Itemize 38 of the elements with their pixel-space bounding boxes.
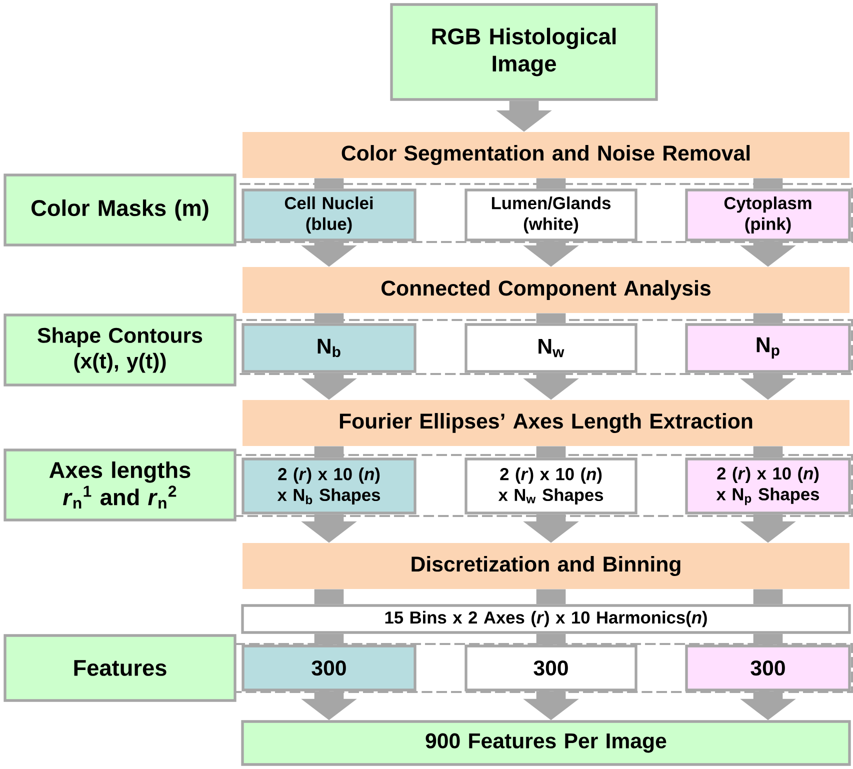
- connector-shaft: [753, 446, 783, 458]
- connector-shaft: [314, 446, 344, 458]
- connector-shaft: [314, 178, 344, 189]
- stage-band: Connected Component Analysis: [242, 267, 850, 313]
- class-box: 2 (r) x 10 (n) x N$_{w}$ Shapes: [464, 458, 638, 514]
- class-box: Cell Nuclei (blue): [242, 188, 416, 242]
- connector-shaft: [536, 313, 566, 324]
- row-label-box: Color Masks (m): [4, 174, 236, 246]
- connector-shaft: [314, 313, 344, 324]
- connector-shaft: [753, 178, 783, 189]
- class-box: Lumen/Glands (white): [464, 188, 638, 242]
- class-box: 300: [464, 644, 638, 692]
- class-box: Cytoplasm (pink): [685, 188, 851, 242]
- connector-shaft: [753, 313, 783, 324]
- connector-shaft: [536, 178, 566, 189]
- class-box: 300: [685, 644, 851, 692]
- stage-band: Fourier Ellipses’ Axes Length Extraction: [242, 400, 850, 446]
- connector-shaft: [753, 634, 783, 645]
- connector-shaft: [753, 589, 783, 604]
- row-label-box: Shape Contours (x(t), y(t)): [4, 314, 236, 386]
- process-box: RGB Histological Image: [390, 3, 658, 101]
- stage-band: Discretization and Binning: [242, 543, 850, 589]
- class-box: 2 (r) x 10 (n) x N$_{p}$ Shapes: [685, 458, 851, 514]
- stage-band: Color Segmentation and Noise Removal: [242, 132, 850, 178]
- row-label-box: Features: [4, 634, 236, 702]
- connector-shaft: [536, 589, 566, 604]
- class-box: N$_{p}$: [685, 323, 851, 373]
- connector-shaft: [314, 589, 344, 604]
- connector-shaft: [314, 634, 344, 645]
- connector-shaft: [536, 446, 566, 458]
- output-box: 900 Features Per Image: [241, 720, 851, 766]
- class-box: 2 (r) x 10 (n) x N$_{b}$ Shapes: [242, 458, 416, 514]
- row-label-box: Axes lengths r$_{n}$$^{1}$ and r$_{n}$2: [4, 448, 236, 522]
- class-box: N$_{b}$: [242, 323, 416, 373]
- class-box: N$_{w}$: [464, 323, 638, 373]
- bin-spec-box: 15 Bins x 2 Axes (r) x 10 Harmonics(n): [241, 604, 851, 634]
- class-box: 300: [242, 644, 416, 692]
- connector-shaft: [536, 634, 566, 645]
